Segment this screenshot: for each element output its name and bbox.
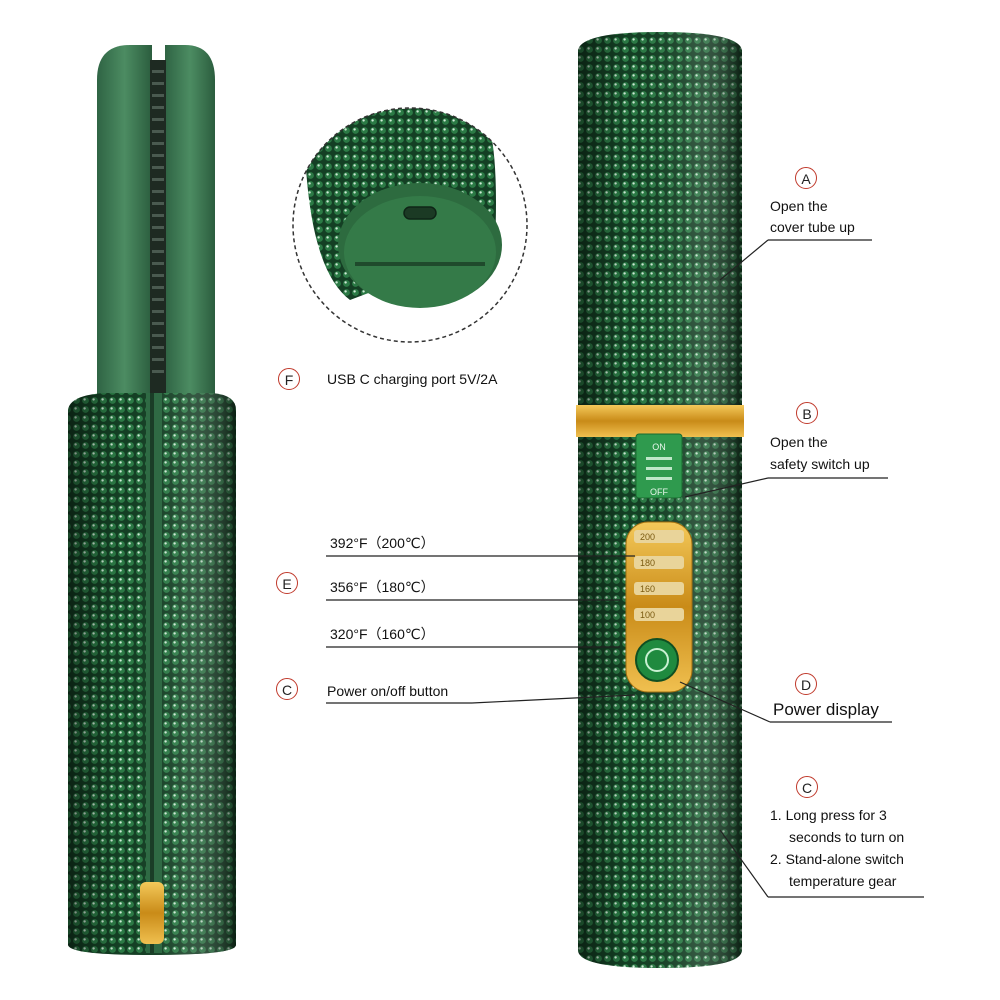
callout-e-badge: E [276, 572, 298, 594]
callout-f-badge: F [278, 368, 300, 390]
display-level-200: 200 [640, 532, 655, 542]
callout-a-line2: cover tube up [770, 219, 855, 235]
callout-b-line2: safety switch up [770, 456, 870, 472]
note-item1-line2: seconds to turn on [789, 829, 905, 845]
switch-on-label: ON [652, 442, 666, 452]
power-button-icon [635, 638, 679, 682]
closed-device-illustration: ON OFF 200 180 160 100 [576, 32, 744, 968]
callout-f-text: USB C charging port 5V/2A [327, 371, 498, 387]
note-item1-line1: 1. Long press for 3 [770, 807, 887, 823]
callout-d-badge: D [795, 673, 817, 695]
open-device-illustration [68, 45, 236, 955]
callout-c-button-text: Power on/off button [327, 683, 449, 699]
switch-off-label: OFF [650, 487, 668, 497]
callout-a-badge: A [795, 167, 817, 189]
callout-c-button-badge: C [276, 678, 298, 700]
callout-b-badge: B [796, 402, 818, 424]
display-level-100: 100 [640, 610, 655, 620]
display-level-180: 180 [640, 558, 655, 568]
callout-a-line1: Open the [770, 198, 828, 214]
display-level-160: 160 [640, 584, 655, 594]
temp-label-356: 356°F（180℃） [330, 579, 435, 595]
temp-label-392: 392°F（200℃） [330, 535, 435, 551]
callout-c-notes-badge: C [796, 776, 818, 798]
note-item2-line2: temperature gear [789, 873, 897, 889]
callout-d-text: Power display [773, 700, 879, 719]
callout-b-line1: Open the [770, 434, 828, 450]
temp-label-320: 320°F（160℃） [330, 626, 435, 642]
usb-port-zoom-illustration [292, 107, 528, 343]
note-item2-line1: 2. Stand-alone switch [770, 851, 904, 867]
leader-lines [326, 239, 924, 898]
